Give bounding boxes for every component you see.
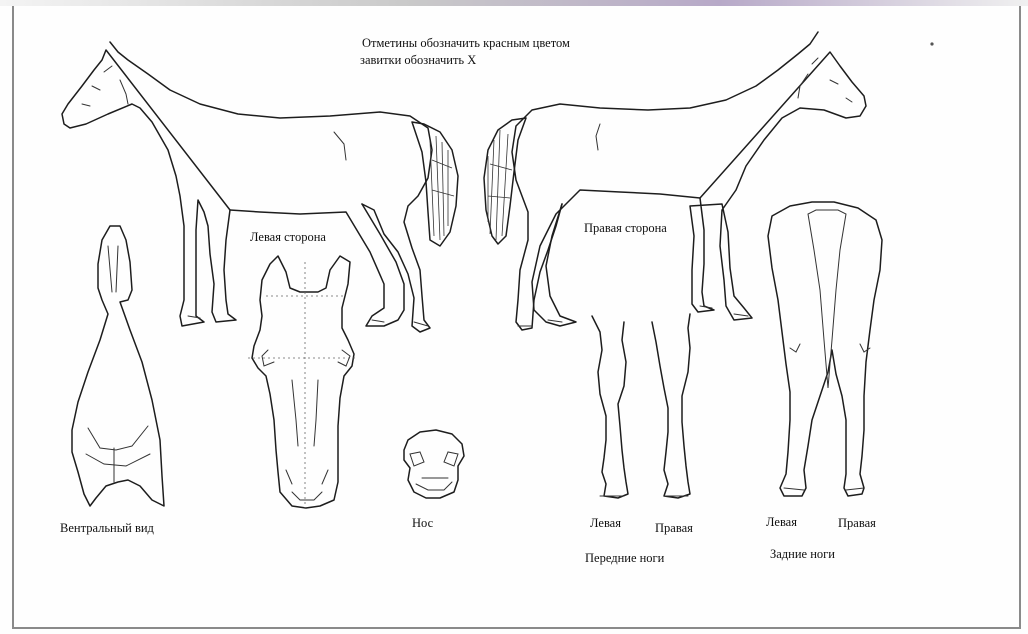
ventral-view-drawing — [72, 226, 164, 506]
label-right-side: Правая сторона — [584, 221, 667, 235]
label-hind-left: Левая — [766, 515, 797, 529]
head-front-view-drawing — [248, 256, 358, 510]
label-hind-right: Правая — [838, 516, 876, 530]
label-front-legs: Передние ноги — [585, 551, 664, 565]
label-front-right: Правая — [655, 521, 693, 535]
horse-left-side-drawing — [62, 42, 458, 332]
nose-drawing — [404, 430, 464, 498]
label-front-left: Левая — [590, 516, 621, 530]
stray-mark — [930, 42, 933, 45]
label-ventral-view: Вентральный вид — [60, 521, 154, 535]
label-left-side: Левая сторона — [250, 230, 326, 244]
label-hind-legs: Задние ноги — [770, 547, 835, 561]
instruction-markings: Отметины обозначить красным цветом — [362, 36, 570, 51]
horse-right-side-drawing — [484, 32, 866, 330]
label-nose: Нос — [412, 516, 433, 530]
hind-legs-drawing — [768, 202, 882, 496]
instruction-whorls: завитки обозначить X — [360, 53, 476, 68]
front-legs-drawing — [592, 314, 690, 498]
